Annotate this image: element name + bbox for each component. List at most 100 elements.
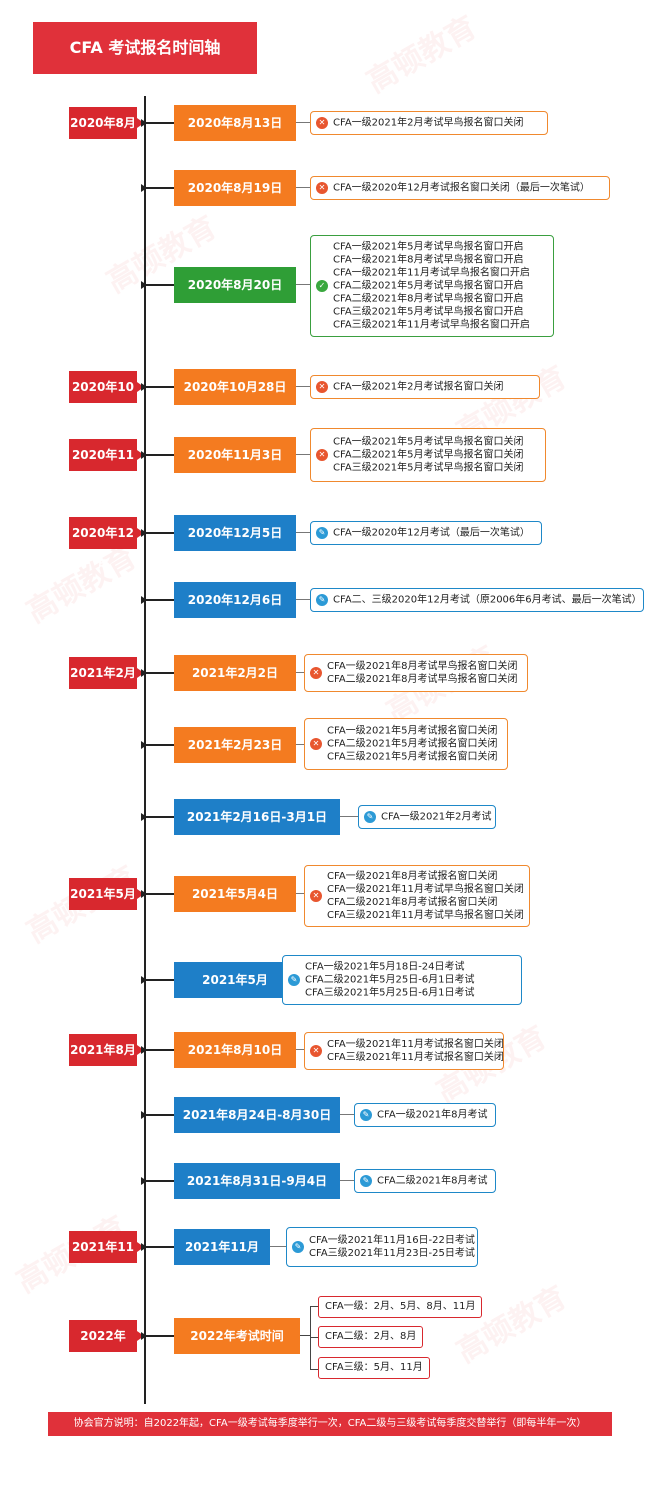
pencil-circle-icon: ✎ (292, 1241, 304, 1253)
date-box: 2020年8月19日 (174, 170, 296, 206)
event-text: CFA一级2020年12月考试（最后一次笔试） (333, 527, 530, 539)
connector-line (340, 1180, 354, 1181)
event-text: CFA三级2021年5月考试报名窗口关闭 (327, 751, 498, 763)
date-box: 2021年5月 (174, 962, 296, 998)
event-text: CFA一级2021年5月考试早鸟报名窗口开启 (333, 241, 524, 253)
month-label: 2021年8月 (69, 1034, 144, 1066)
connector-line (296, 454, 310, 455)
plan-box: CFA三级：5月、11月 (318, 1357, 430, 1379)
connector-line (296, 386, 310, 387)
timeline-tick (141, 529, 174, 537)
event-box: ✎ CFA一级2021年8月考试 (354, 1103, 496, 1127)
event-text: CFA一级2021年11月16日-22日考试 (309, 1235, 475, 1246)
timeline-tick (141, 596, 174, 604)
connector-line (296, 1049, 304, 1050)
event-box: ✎ CFA一级2021年2月考试 (358, 805, 496, 829)
event-box: ✕ CFA一级2021年8月考试报名窗口关闭 CFA一级2021年11月考试早鸟… (304, 865, 530, 927)
x-circle-icon: ✕ (316, 381, 328, 393)
month-label: 2021年11月 (69, 1231, 144, 1286)
event-box: ✕ CFA一级2021年8月考试早鸟报名窗口关闭 CFA二级2021年8月考试早… (304, 654, 528, 692)
timeline-tick (141, 1111, 174, 1119)
date-box: 2021年8月31日-9月4日 (174, 1163, 340, 1199)
connector-line (296, 122, 310, 123)
bracket-stub (300, 1335, 310, 1336)
event-box: ✕ CFA一级2021年2月考试报名窗口关闭 (310, 375, 540, 399)
event-text: CFA一级2021年8月考试早鸟报名窗口开启 (333, 254, 524, 266)
timeline-tick (141, 451, 174, 459)
timeline-tick (141, 184, 174, 192)
connector-line (296, 893, 304, 894)
date-box: 2020年8月20日 (174, 267, 296, 303)
timeline-tick (141, 890, 174, 898)
event-text: CFA三级2021年11月考试早鸟报名窗口关闭 (327, 910, 524, 921)
x-circle-icon: ✕ (316, 449, 328, 461)
connector-line (296, 672, 304, 673)
month-label: 2021年5月 (69, 878, 144, 910)
x-circle-icon: ✕ (316, 182, 328, 194)
connector-line (340, 816, 358, 817)
event-text: CFA一级2021年2月考试报名窗口关闭 (333, 381, 504, 393)
x-circle-icon: ✕ (310, 738, 322, 750)
event-text: CFA一级2021年2月考试 (381, 811, 492, 823)
date-box: 2020年11月3日 (174, 437, 296, 473)
event-box: ✎ CFA一级2021年5月18日-24日考试 CFA二级2021年5月25日-… (282, 955, 522, 1005)
pencil-circle-icon: ✎ (288, 974, 300, 986)
event-box: ✎ CFA一级2021年11月16日-22日考试 CFA三级2021年11月23… (286, 1227, 478, 1267)
event-text: CFA三级2021年5月考试早鸟报名窗口关闭 (333, 462, 524, 474)
month-label: 2022年 (69, 1320, 144, 1352)
plan-box: CFA一级：2月、5月、8月、11月 (318, 1296, 483, 1318)
timeline-tick (141, 1243, 174, 1251)
month-label: 2020年10月 (69, 371, 144, 426)
event-text: CFA一级2020年12月考试报名窗口关闭（最后一次笔试） (333, 182, 590, 194)
pencil-circle-icon: ✎ (360, 1175, 372, 1187)
timeline-tick (141, 813, 174, 821)
timeline-tick (141, 1332, 174, 1340)
timeline-tick (141, 383, 174, 391)
event-text: CFA二级2021年8月考试早鸟报名窗口开启 (333, 293, 524, 305)
event-box: ✎ CFA一级2020年12月考试（最后一次笔试） (310, 521, 542, 545)
event-text: CFA一级2021年8月考试报名窗口关闭 (327, 871, 498, 882)
x-circle-icon: ✕ (310, 1045, 322, 1057)
pencil-circle-icon: ✎ (360, 1109, 372, 1121)
timeline-tick (141, 119, 174, 127)
event-box: ✕ CFA一级2021年5月考试报名窗口关闭 CFA二级2021年5月考试报名窗… (304, 718, 508, 770)
connector-line (296, 284, 310, 285)
date-box: 2020年12月5日 (174, 515, 296, 551)
event-box: ✕ CFA一级2021年5月考试早鸟报名窗口关闭 CFA二级2021年5月考试早… (310, 428, 546, 482)
connector-line (296, 532, 310, 533)
timeline-tick (141, 976, 174, 984)
event-text: CFA一级2021年8月考试 (377, 1109, 488, 1121)
date-box: 2021年8月10日 (174, 1032, 296, 1068)
event-text: CFA一级2021年5月18日-24日考试 (305, 961, 465, 973)
x-circle-icon: ✕ (316, 117, 328, 129)
date-box: 2020年12月6日 (174, 582, 296, 618)
event-box: ✓ CFA一级2021年5月考试早鸟报名窗口开启 CFA一级2021年8月考试早… (310, 235, 554, 337)
event-text: CFA一级2021年11月考试早鸟报名窗口关闭 (327, 884, 524, 895)
page-title: CFA 考试报名时间轴 (33, 22, 257, 74)
plan-box: CFA二级：2月、8月 (318, 1326, 424, 1348)
check-circle-icon: ✓ (316, 280, 328, 292)
pencil-circle-icon: ✎ (316, 594, 328, 606)
event-box: ✎ CFA二级2021年8月考试 (354, 1169, 496, 1193)
event-text: CFA二级2021年5月考试早鸟报名窗口关闭 (333, 449, 524, 461)
date-box: 2020年10月28日 (174, 369, 296, 405)
watermark: 高顿教育 (361, 9, 483, 101)
date-box: 2021年11月 (174, 1229, 270, 1265)
watermark: 高顿教育 (451, 1279, 573, 1371)
connector-line (296, 599, 310, 600)
date-box: 2021年2月16日-3月1日 (174, 799, 340, 835)
event-text: CFA二级2021年8月考试早鸟报名窗口关闭 (327, 674, 518, 685)
event-text: CFA二级2021年8月考试报名窗口关闭 (327, 897, 498, 908)
timeline-axis (144, 96, 146, 1404)
timeline-tick (141, 741, 174, 749)
month-label: 2020年8月 (69, 107, 144, 139)
date-box: 2021年5月4日 (174, 876, 296, 912)
event-text: CFA一级2021年2月考试早鸟报名窗口关闭 (333, 117, 524, 129)
x-circle-icon: ✕ (310, 667, 322, 679)
event-text: CFA三级2021年11月23日-25日考试 (309, 1248, 475, 1259)
event-text: CFA三级2021年5月25日-6月1日考试 (305, 987, 475, 999)
event-text: CFA二级2021年5月考试早鸟报名窗口开启 (333, 280, 524, 292)
date-box: 2020年8月13日 (174, 105, 296, 141)
date-box: 2021年2月23日 (174, 727, 296, 763)
event-text: CFA二级2021年5月25日-6月1日考试 (305, 974, 475, 986)
